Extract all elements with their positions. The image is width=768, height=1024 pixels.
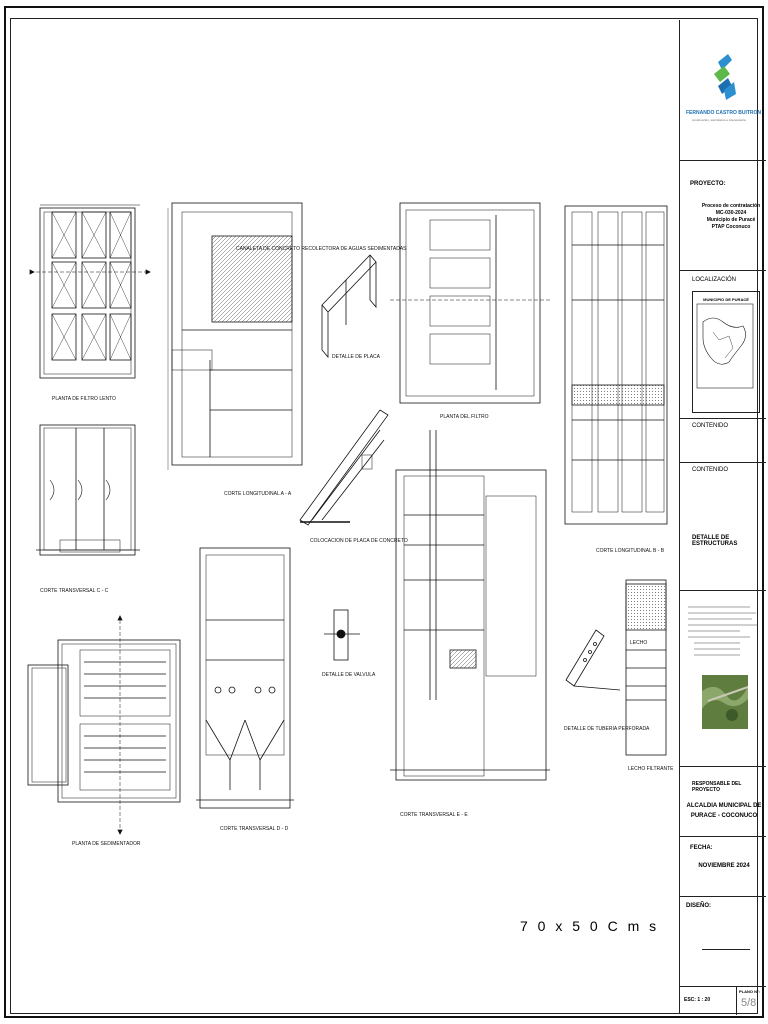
section-view-a [167, 202, 303, 470]
design-cell: DISEÑO: [680, 896, 766, 986]
date-cell: FECHA: NOVIEMBRE 2024 [680, 836, 766, 896]
sheet-cell: CONTENIDO [680, 418, 766, 462]
view-label-section-c: CORTE TRANSVERSAL C - C [40, 588, 109, 594]
notes-and-photo [688, 606, 758, 729]
plan-view-filter [390, 202, 550, 404]
detail-slab [321, 254, 377, 359]
view-label-plan-filter: PLANTA DEL FILTRO [440, 414, 489, 420]
view-label-detail-valve: DETALLE DE VALVULA [322, 672, 376, 678]
callout-filter-bed: LECHO [630, 640, 647, 646]
view-label-section-d: CORTE TRANSVERSAL D - D [220, 826, 289, 832]
view-label-filter-bed: LECHO FILTRANTE [628, 766, 674, 772]
project-line-3: Municipio de Puracé [706, 217, 756, 223]
design-label: DISEÑO: [686, 903, 712, 909]
title-block: FERNANDO CASTRO BUITRON construcción, su… [679, 20, 766, 1015]
svg-text:construcción, suministros e in: construcción, suministros e interventorí… [692, 118, 746, 122]
logo-cell: FERNANDO CASTRO BUITRON construcción, su… [680, 20, 766, 160]
view-label-plan-slow-filter: PLANTA DE FILTRO LENTO [52, 396, 116, 402]
detail-valve [324, 609, 360, 661]
location-map: MUNICIPIO DE PURACÉ [692, 291, 760, 413]
section-view-d [196, 547, 294, 809]
content-value: DETALLE DE ESTRUCTURAS [692, 535, 738, 547]
section-view-e [390, 430, 550, 781]
sheet-outer-border [4, 6, 764, 1018]
svg-text:FERNANDO CASTRO BUITRON: FERNANDO CASTRO BUITRON [686, 110, 761, 116]
project-lines: Proceso de contratación MC-030-2024 Muni… [698, 203, 764, 231]
company-logo-icon: FERNANDO CASTRO BUITRON construcción, su… [686, 54, 761, 122]
section-view-b [564, 205, 668, 525]
scale-label: ESC: 1 : 20 [684, 997, 711, 1003]
responsible-line-2: PURACE - COCONUCO [690, 813, 758, 819]
drawing-area: PLANTA DE FILTRO LENTO CORTE TRANSVERSAL… [27, 202, 674, 847]
notes-cell [680, 590, 766, 766]
responsible-label: RESPONSABLE DEL PROYECTO [692, 781, 742, 793]
view-label-plan-settler: PLANTA DE SEDIMENTADOR [72, 841, 141, 847]
project-line-1: Proceso de contratación [701, 203, 761, 209]
project-cell: PROYECTO: Proceso de contratación MC-030… [680, 160, 766, 270]
plan-label: PLANO N°: [739, 989, 760, 994]
plan-view-settler [27, 615, 181, 835]
plan-view-slow-filter [29, 204, 151, 379]
detail-slab-placement [299, 409, 389, 526]
paper-size-note: 7 0 x 5 0 C m s [520, 918, 660, 934]
plan-number-box: PLANO N°: 5/8 [736, 987, 766, 1015]
responsible-line-1: ALCALDIA MUNICIPAL DE [686, 803, 762, 809]
responsible-cell: RESPONSABLE DEL PROYECTO ALCALDIA MUNICI… [680, 766, 766, 836]
view-label-section-e: CORTE TRANSVERSAL E - E [400, 812, 468, 818]
callout-concrete-channel: CANALETA DE CONCRETO RECOLECTORA DE AGUA… [236, 246, 407, 252]
view-label-slab-placement: COLOCACION DE PLACA DE CONCRETO [310, 538, 408, 544]
scale-cell: ESC: 1 : 20 PLANO N°: 5/8 [680, 986, 766, 1015]
project-line-2: MC-030-2024 [715, 210, 747, 216]
view-label-section-b: CORTE LONGITUDINAL B - B [596, 548, 665, 554]
date-label: FECHA: [690, 845, 713, 851]
project-label: PROYECTO: [690, 181, 726, 187]
content-label: CONTENIDO [692, 467, 728, 473]
location-cell: LOCALIZACIÓN MUNICIPIO DE PURACÉ [680, 270, 766, 418]
map-outline-icon [696, 303, 754, 389]
content-cell: CONTENIDO DETALLE DE ESTRUCTURAS [680, 462, 766, 590]
sheet-label: CONTENIDO [692, 423, 728, 429]
detail-perforated-pipe [565, 629, 621, 691]
view-label-section-a: CORTE LONGITUDINAL A - A [224, 491, 292, 497]
plan-value: 5/8 [741, 997, 757, 1009]
section-view-c [36, 424, 140, 556]
site-photo-icon [702, 675, 749, 729]
location-label: LOCALIZACIÓN [692, 277, 737, 283]
project-line-4: PTAP Coconuco [711, 224, 751, 230]
location-map-caption: MUNICIPIO DE PURACÉ [703, 297, 749, 302]
sheet-inner-border [10, 18, 758, 1014]
view-label-perforated-pipe: DETALLE DE TUBERIA PERFORADA [564, 726, 650, 732]
date-value: NOVIEMBRE 2024 [698, 863, 750, 869]
signature-line [702, 949, 750, 950]
view-label-detail-slab: DETALLE DE PLACA [332, 354, 381, 360]
detail-filter-bed [625, 579, 667, 756]
